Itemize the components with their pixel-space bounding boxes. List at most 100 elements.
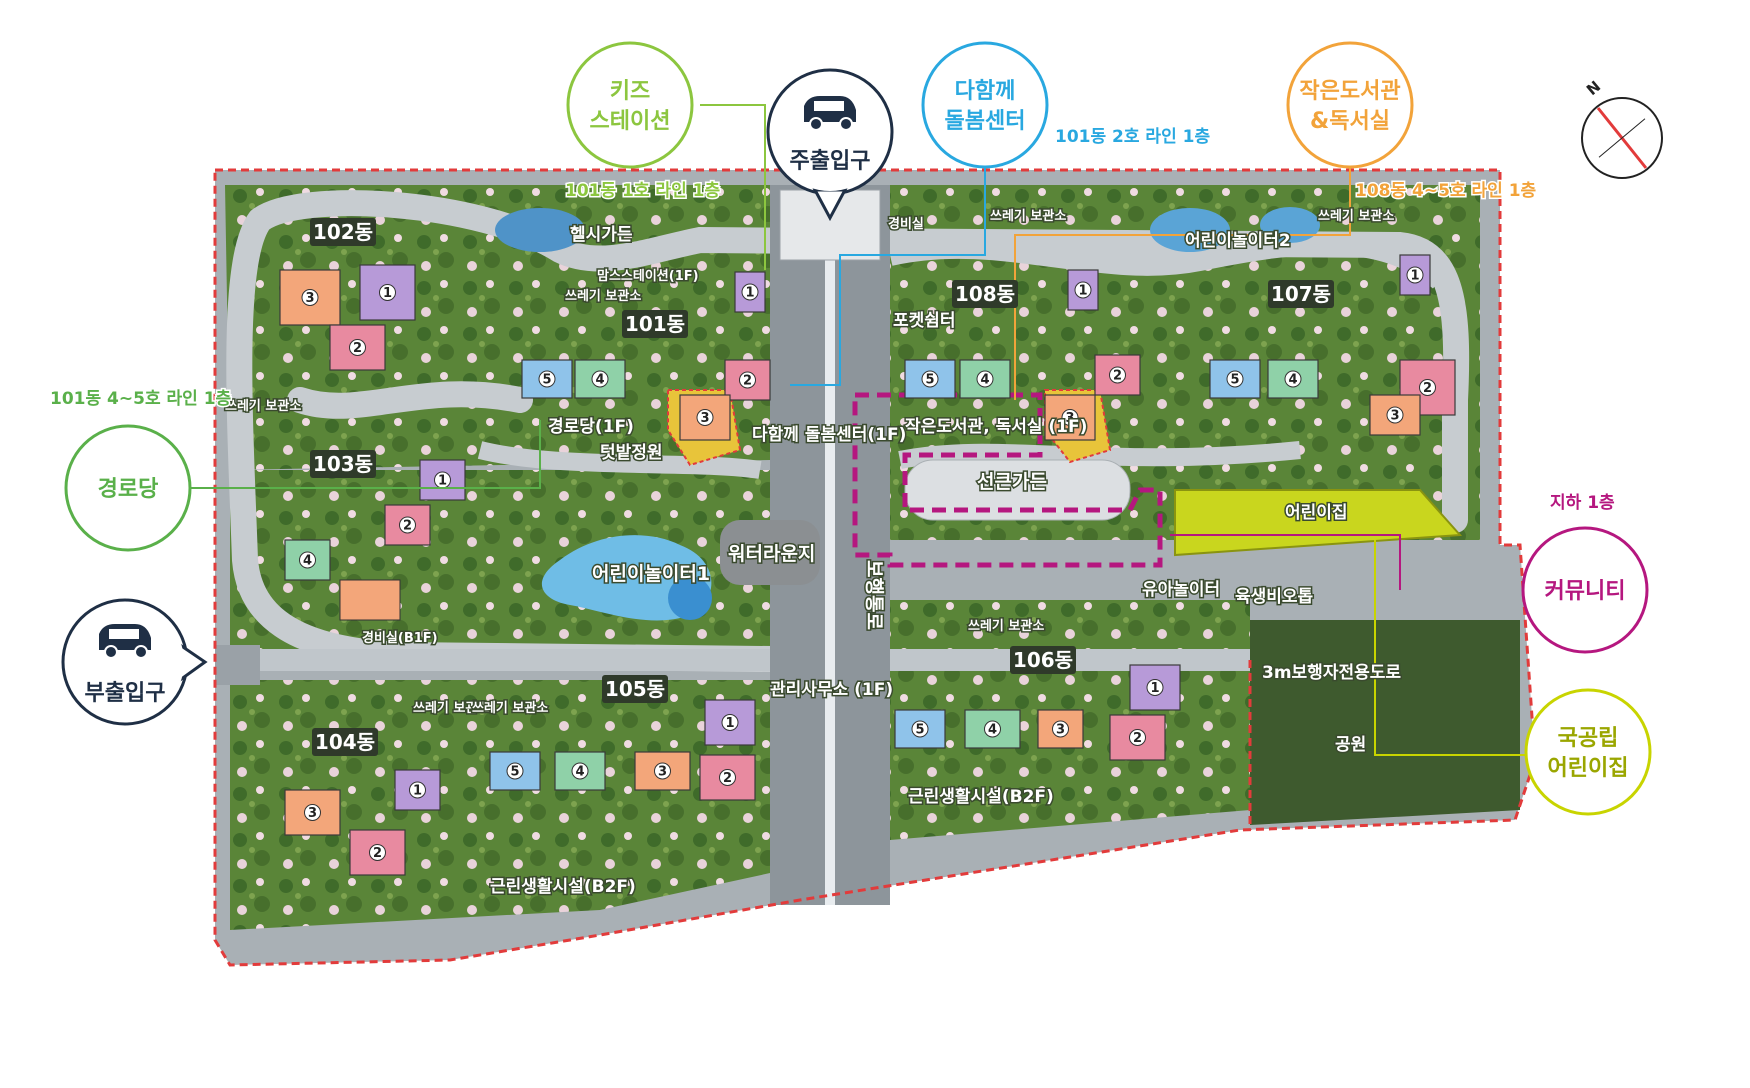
apartment-unit-block: 3: [284, 789, 341, 836]
apartment-unit-block: 3: [634, 751, 691, 791]
callout-main-entrance[interactable]: 주출입구: [766, 68, 894, 222]
label-healthy-garden: 헬시가든: [570, 225, 633, 245]
apartment-unit-block: 3: [1037, 709, 1084, 749]
inner-loop-north: [887, 232, 1448, 289]
apartment-unit-block: 5: [894, 709, 946, 749]
apartment-unit-block: 4: [1267, 359, 1319, 399]
pool-healthy-garden: [495, 208, 585, 252]
apartment-unit-block: 5: [1209, 359, 1261, 399]
tag-103: 103동: [310, 450, 376, 478]
car-icon: [804, 96, 856, 131]
callout-care-line2: 돌봄센터: [945, 109, 1026, 134]
apartment-unit-block: 4: [284, 539, 331, 581]
site-boundary: [213, 168, 1537, 967]
leader-care: [790, 125, 986, 386]
label-recycling-106: 쓰레기 보관소: [968, 618, 1044, 634]
apartment-unit-block: 4: [959, 359, 1011, 399]
label-biotope: 육생비오톱: [1235, 587, 1314, 607]
note-senior-line: 101동 4~5호 라인 1층: [50, 389, 232, 409]
apartment-unit-block: 2: [384, 504, 431, 546]
unit-number: 4: [1288, 373, 1297, 388]
tag-106: 106동: [1010, 646, 1076, 674]
note-community-floor: 지하 1층: [1550, 493, 1615, 513]
unit-number: 2: [403, 519, 412, 534]
sub-entrance-road: [215, 645, 260, 685]
unit-number: 2: [1113, 369, 1122, 384]
label-daycare: 어린이집: [1285, 503, 1348, 523]
apartment-unit-block: 1: [1129, 664, 1181, 711]
unit-number: 3: [305, 291, 314, 306]
label-kids-playground2: 어린이놀이터2: [1185, 231, 1291, 251]
facility-labels: 헬시가든 맘스스테이션(1F) 경비실 쓰레기 보관소 어린이놀이터2 쓰레기 …: [224, 207, 1403, 899]
svg-text:104동: 104동: [315, 730, 375, 754]
tag-105: 105동: [602, 675, 668, 703]
water-lounge-round-pool: [668, 576, 712, 620]
compass-north: N: [1583, 77, 1604, 99]
label-kids-playground1: 어린이놀이터1: [592, 563, 710, 585]
label-senior-center: 경로당(1F): [548, 417, 634, 437]
leader-library: [1014, 140, 1351, 400]
callout-kids-line1: 키즈: [610, 79, 650, 104]
callout-kids[interactable]: 키즈 스테이션: [566, 41, 694, 169]
callout-library-line1: 작은도서관: [1299, 79, 1400, 104]
callout-care-line1: 다함께: [955, 79, 1016, 104]
svg-text:103동: 103동: [313, 452, 373, 476]
label-recycling-108: 쓰레기 보관소: [990, 208, 1066, 224]
unit-number: 1: [383, 286, 392, 301]
apartment-unit-block: 4: [964, 709, 1021, 749]
unit-number: 3: [308, 806, 317, 821]
unit-number: 1: [1410, 269, 1419, 284]
label-care-center: 다함께 돌봄센터(1F): [752, 424, 906, 445]
ring-road: [226, 190, 1470, 673]
label-recycling-107: 쓰레기 보관소: [1318, 208, 1394, 224]
label-guard-room: 경비실: [888, 216, 924, 232]
building-tags: 102동 101동 108동 107동 103동 105동 106동 104동: [310, 218, 1334, 756]
label-mgmt-office: 관리사무소 (1F): [770, 680, 893, 700]
callout-sub-entrance-label: 부출입구: [85, 681, 166, 706]
unit-number: 3: [700, 411, 709, 426]
unit-number: 4: [303, 554, 312, 569]
callout-senior[interactable]: 경로당: [64, 424, 192, 552]
unit-number: 5: [1230, 373, 1239, 388]
apartment-unit-block: 2: [699, 754, 756, 801]
callout-senior-label: 경로당: [98, 477, 159, 502]
apartment-unit-block: 1: [419, 459, 466, 501]
leader-community: [1170, 534, 1401, 590]
apartment-unit-block: 4: [554, 751, 606, 791]
unit-number: 5: [510, 765, 519, 780]
park-area: [1250, 620, 1520, 825]
unit-number: 2: [353, 341, 362, 356]
label-recycling-101: 쓰레기 보관소: [565, 288, 641, 304]
unit-number: 4: [575, 765, 584, 780]
apartment-unit-block: 1: [394, 769, 441, 811]
callout-notes: 101동 1호 라인 1층 101동 2호 라인 1층 108동 4~5호 라인…: [49, 126, 1617, 515]
callout-public-daycare-line2: 어린이집: [1548, 756, 1629, 781]
unit-number: 3: [658, 765, 667, 780]
label-zen-garden: 선큰가든: [977, 471, 1047, 493]
label-water-lounge: 워터라운지: [728, 543, 815, 565]
callout-library[interactable]: 작은도서관 &독서실: [1286, 41, 1414, 169]
callout-community-label: 커뮤니티: [1545, 579, 1626, 604]
callout-library-line2: &독서실: [1310, 109, 1390, 134]
unit-number: 2: [373, 846, 382, 861]
compass: N: [1581, 77, 1663, 179]
unit-number: 1: [745, 286, 754, 301]
unit-number: 5: [925, 373, 934, 388]
apartment-unit-block: 1: [1067, 269, 1099, 311]
unit-number: 2: [723, 771, 732, 786]
apartment-unit-block: 2: [329, 324, 386, 371]
unit-number: 4: [595, 373, 604, 388]
label-recycling-104: 쓰레기 보관소: [413, 700, 489, 716]
note-library-line: 108동 4~5호 라인 1층: [1355, 181, 1537, 201]
callout-sub-entrance[interactable]: 부출입구: [61, 598, 208, 726]
unit-number: 1: [1150, 681, 1159, 696]
unit-number: 4: [988, 723, 997, 738]
leader-senior: [190, 420, 541, 489]
callout-public-daycare[interactable]: 국공립 어린이집: [1524, 688, 1652, 816]
callout-care[interactable]: 다함께 돌봄센터: [921, 41, 1049, 169]
note-kids-line: 101동 1호 라인 1층: [565, 181, 720, 201]
unit-number: 2: [743, 374, 752, 389]
callout-community[interactable]: 커뮤니티: [1521, 526, 1649, 654]
